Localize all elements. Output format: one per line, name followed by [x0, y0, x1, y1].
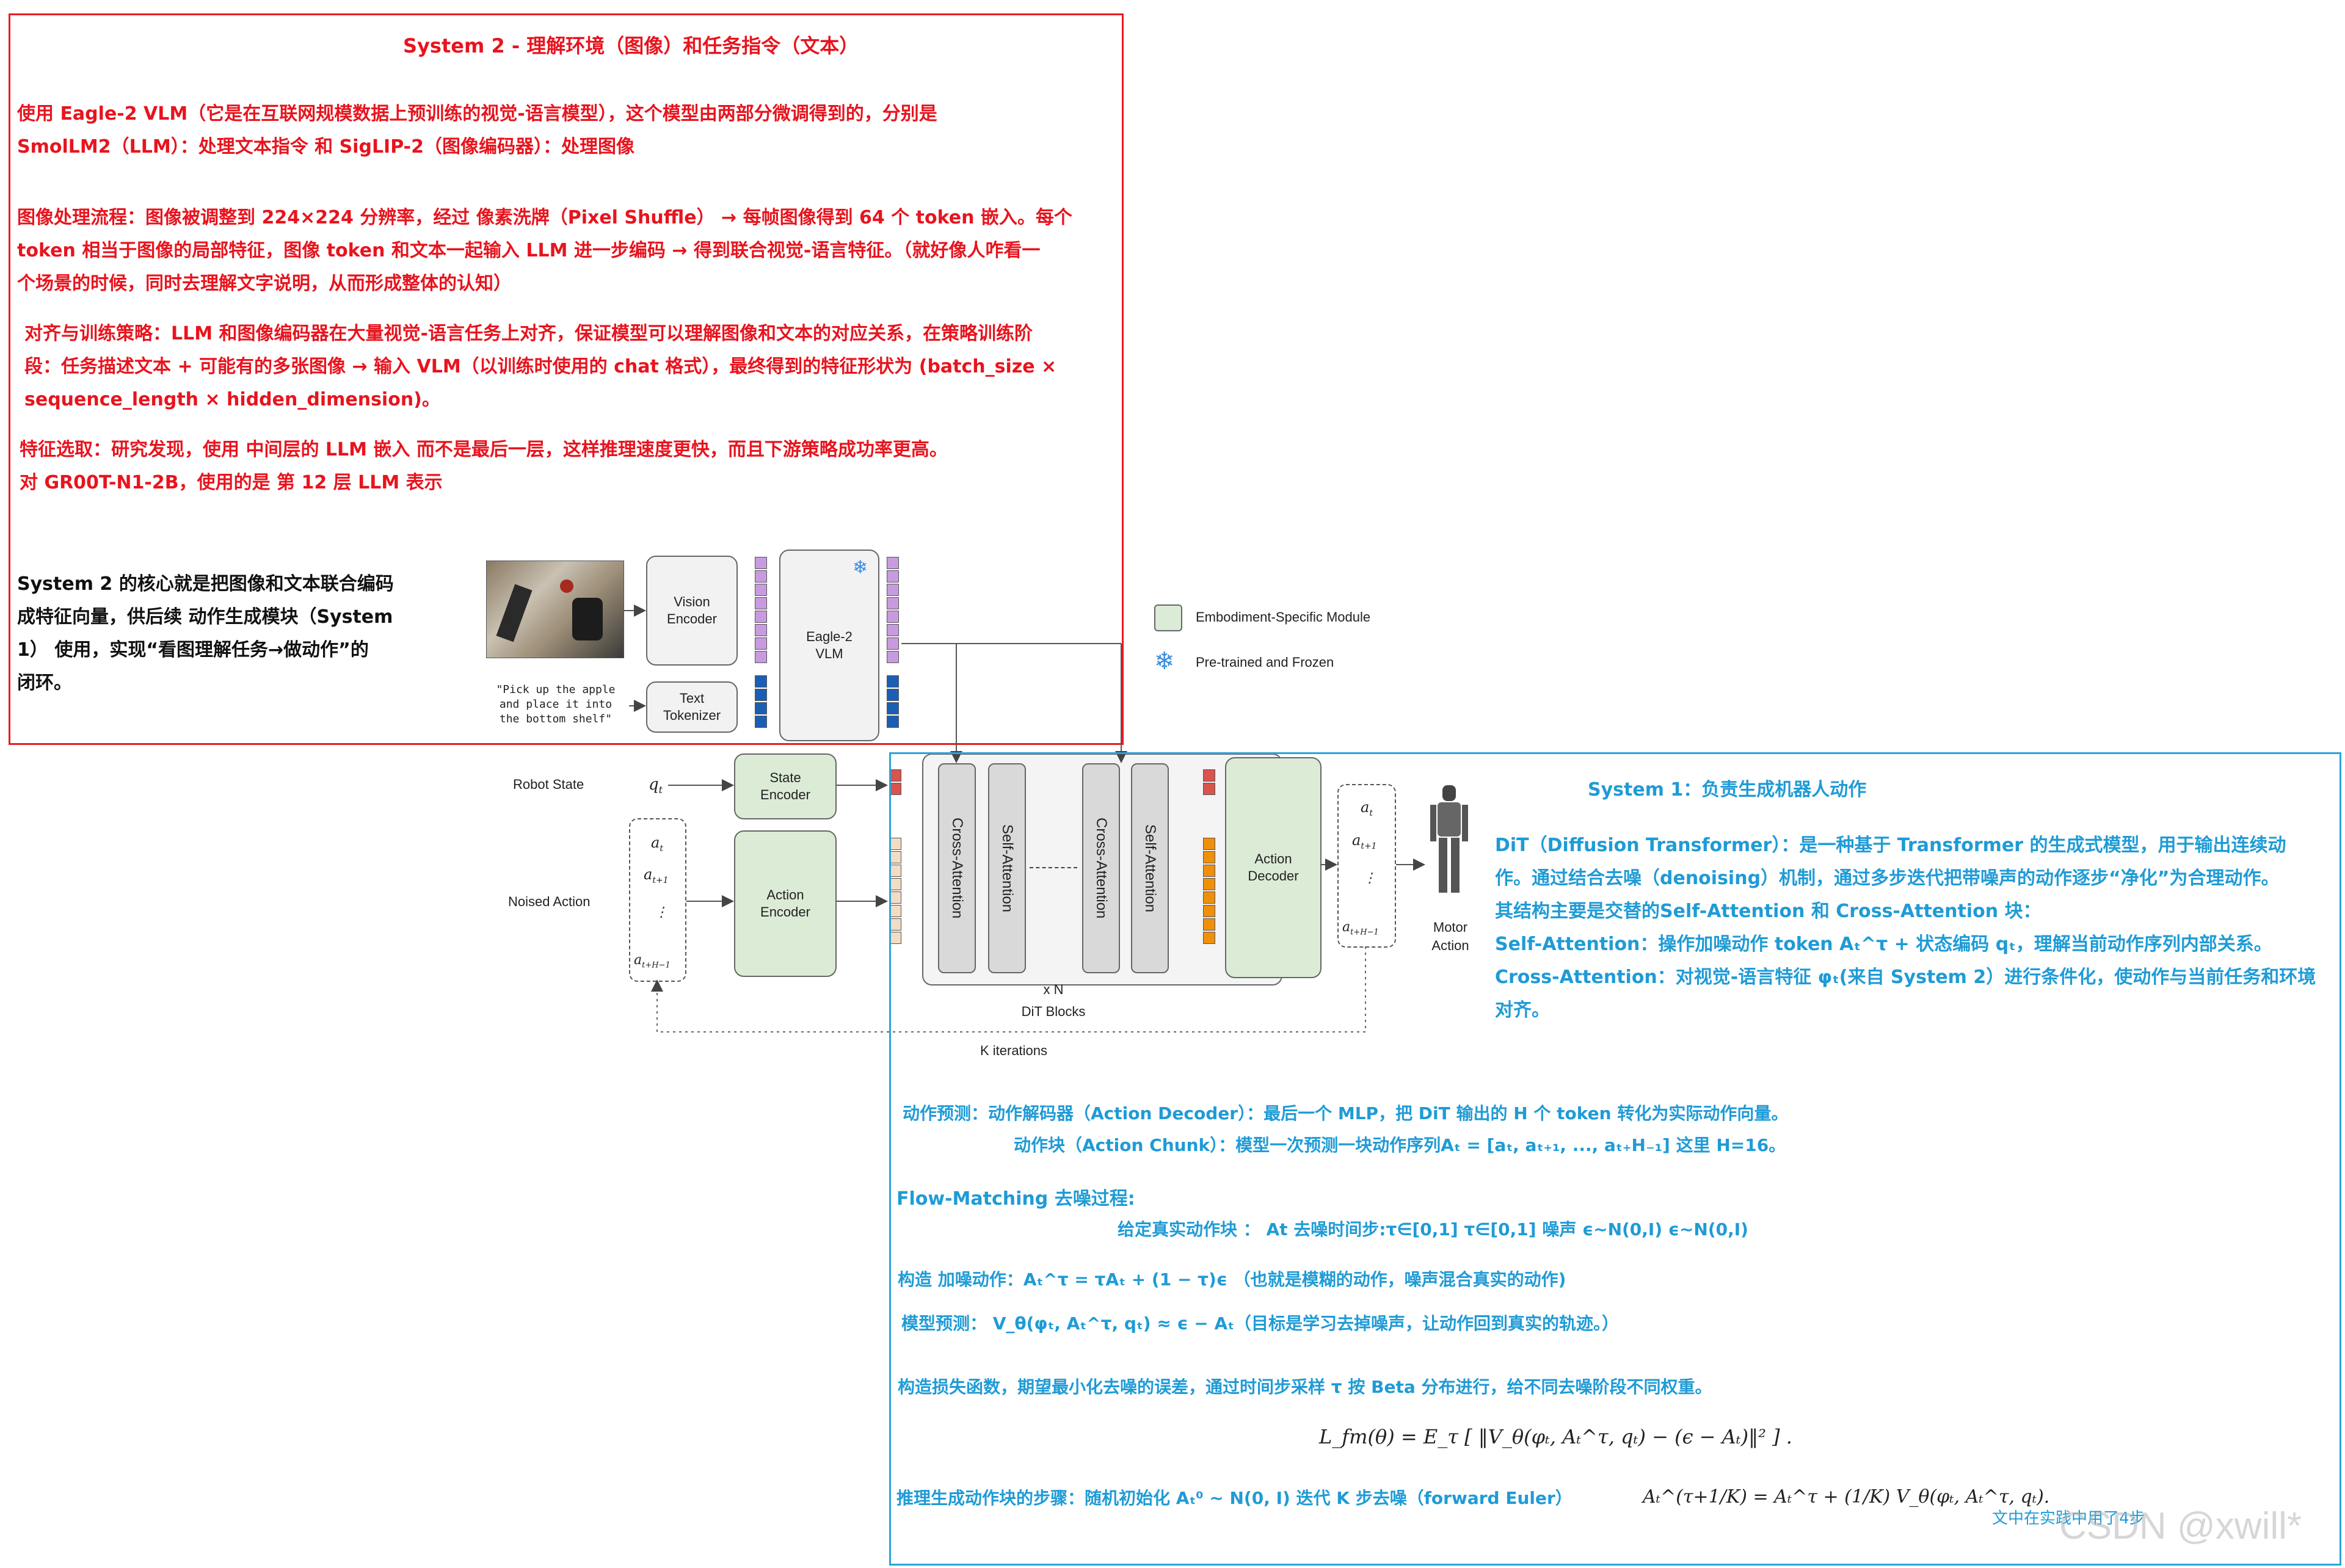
eagle-vlm-box: Eagle-2 VLM — [779, 550, 879, 741]
noised-action-label: Noised Action — [508, 894, 591, 909]
self-attention-block-2: Self-Attention — [1131, 763, 1169, 973]
system1-dit-line1: DiT（Diffusion Transformer）：是一种基于 Transfo… — [1495, 835, 2286, 856]
action-prediction-line1: 动作预测：动作解码器（Action Decoder）：最后一个 MLP，把 Di… — [903, 1103, 1789, 1123]
system2-core-line3: 1） 使用，实现“看图理解任务→做动作”的 — [17, 639, 369, 661]
system1-panel — [889, 752, 2341, 1566]
system2-p3-line3: sequence_length × hidden_dimension)。 — [24, 389, 440, 410]
action-decoder-box: Action Decoder — [1225, 757, 1322, 978]
vision-encoder-label: Vision Encoder — [667, 594, 717, 626]
action-encoder-box: Action Encoder — [734, 830, 837, 977]
system2-p4: 特征选取：研究发现，使用 中间层的 LLM 嵌入 而不是最后一层，这样推理速度更… — [20, 434, 1113, 499]
system2-p1-line2: SmolLM2（LLM）：处理文本指令 和 SigLIP-2（图像编码器）：处理… — [17, 136, 635, 158]
vision-token-column — [755, 557, 767, 663]
dit-blocks-label: DiT Blocks — [1021, 1004, 1086, 1019]
system2-p2-line3: 个场景的时候，同时去理解文字说明，从而形成整体的认知） — [17, 273, 512, 294]
dit-xn-label: x N — [1043, 982, 1064, 997]
flow-matching-line3: 模型预测： V_θ(φₜ, Aₜ^τ, qₜ) ≈ ϵ − Aₜ（目标是学习去掉… — [901, 1313, 1620, 1334]
vlm-frozen-icon: ❄ — [853, 557, 868, 578]
system1-dit-line4: Self-Attention：操作加噪动作 token Aₜ^τ + 状态编码 … — [1495, 934, 2272, 955]
robot-state-symbol: qt — [649, 775, 663, 796]
noised-action-tokens: at at+1 ⋮ at+H−1 — [629, 818, 686, 982]
system1-dit-line3: 其结构主要是交替的Self-Attention 和 Cross-Attentio… — [1495, 901, 2041, 922]
action-encoder-label: Action Encoder — [760, 887, 810, 920]
system2-p1-line1: 使用 Eagle-2 VLM（它是在互联网规模数据上预训练的视觉-语言模型），这… — [17, 103, 937, 125]
eagle-vlm-label: Eagle-2 VLM — [806, 629, 853, 661]
instruction-line1: "Pick up the apple — [496, 683, 616, 696]
pred-action-a-t1: at+1 — [1352, 832, 1377, 851]
dit-action-output-column — [1203, 838, 1215, 944]
instruction-text: "Pick up the apple and place it into the… — [482, 683, 629, 727]
loss-formula: L_fm(θ) = E_τ [ ‖V_θ(φₜ, Aₜ^τ, qₜ) − (ϵ … — [1319, 1425, 1792, 1448]
system2-core-line1: System 2 的核心就是把图像和文本联合编码 — [17, 573, 394, 595]
text-tokenizer-box: Text Tokenizer — [646, 681, 738, 733]
predicted-action-tokens: at at+1 ⋮ at+H−1 — [1337, 784, 1396, 948]
system2-core-summary: System 2 的核心就是把图像和文本联合编码 成特征向量，供后续 动作生成模… — [17, 568, 420, 700]
system2-panel — [9, 13, 1124, 745]
cross-attention-block-2: Cross-Attention — [1082, 763, 1120, 973]
action-prediction-line2: 动作块（Action Chunk）：模型一次预测一块动作序列Aₜ = [aₜ, … — [1014, 1135, 1786, 1155]
pred-action-ellipsis: ⋮ — [1363, 871, 1376, 886]
self-attention-block-1: Self-Attention — [988, 763, 1026, 973]
flow-matching-line2: 构造 加噪动作：Aₜ^τ = τAₜ + (1 − τ)ϵ （也就是模糊的动作，… — [898, 1269, 1566, 1290]
dit-repeat-dashes — [1030, 867, 1077, 868]
noised-action-a-t: at — [651, 834, 663, 854]
cross-attention-block-1: Cross-Attention — [938, 763, 976, 973]
pred-action-a-tH1: at+H−1 — [1342, 920, 1379, 937]
inference-formula: Aₜ^(τ+1/K) = Aₜ^τ + (1/K) V_θ(φₜ, Aₜ^τ, … — [1643, 1486, 2050, 1508]
action-token-column — [889, 838, 901, 944]
system2-p2: 图像处理流程：图像被调整到 224×224 分辨率，经过 像素洗牌（Pixel … — [17, 201, 1116, 300]
noised-action-a-tH1: at+H−1 — [634, 953, 671, 970]
system2-title: System 2 - 理解环境（图像）和任务指令（文本） — [403, 34, 859, 57]
self-attention-label-2: Self-Attention — [1142, 824, 1158, 913]
legend-frozen-label: Pre-trained and Frozen — [1196, 655, 1334, 670]
cross-attention-label-1: Cross-Attention — [949, 818, 965, 919]
system2-p1: 使用 Eagle-2 VLM（它是在互联网规模数据上预训练的视觉-语言模型），这… — [17, 98, 1110, 164]
loss-description: 构造损失函数，期望最小化去噪的误差，通过时间步采样 τ 按 Beta 分布进行，… — [898, 1377, 1712, 1397]
vlm-text-output-column — [887, 675, 899, 728]
system1-dit-line6: 对齐。 — [1495, 1000, 1550, 1021]
csdn-watermark: CSDN @xwill* — [2059, 1505, 2302, 1547]
robot-camera-image — [486, 561, 624, 658]
system2-core-line2: 成特征向量，供后续 动作生成模块（System — [17, 606, 393, 628]
legend-green-swatch — [1154, 604, 1182, 631]
system1-dit-description: DiT（Diffusion Transformer）：是一种基于 Transfo… — [1495, 829, 2332, 1027]
cross-attention-label-2: Cross-Attention — [1093, 818, 1110, 919]
self-attention-label-1: Self-Attention — [999, 824, 1016, 913]
system2-p3-line2: 段：任务描述文本 + 可能有的多张图像 → 输入 VLM（以训练时使用的 cha… — [24, 356, 1057, 377]
vlm-vision-output-column — [887, 557, 899, 663]
system2-p4-line2: 对 GR00T-N1-2B，使用的是 第 12 层 LLM 表示 — [20, 472, 443, 493]
system2-p3-line1: 对齐与训练策略：LLM 和图像编码器在大量视觉-语言任务上对齐，保证模型可以理解… — [24, 323, 1033, 344]
system2-p4-line1: 特征选取：研究发现，使用 中间层的 LLM 嵌入 而不是最后一层，这样推理速度更… — [20, 439, 948, 460]
motor-action-label: Motor Action — [1431, 920, 1469, 953]
system1-dit-line5: Cross-Attention：对视觉-语言特征 φₜ(来自 System 2）… — [1495, 967, 2316, 988]
flow-matching-line1: 给定真实动作块 ： At 去噪时间步:τ∈[0,1] τ∈[0,1] 噪声 ϵ∼… — [1118, 1219, 1748, 1240]
state-encoder-box: State Encoder — [734, 753, 837, 819]
system1-dit-line2: 作。通过结合去噪（denoising）机制，通过多步迭代把带噪声的动作逐步“净化… — [1495, 868, 2280, 889]
instruction-line2: and place it into — [499, 698, 613, 711]
noised-action-ellipsis: ⋮ — [655, 905, 668, 920]
text-tokenizer-label: Text Tokenizer — [663, 691, 721, 723]
legend-frozen-icon: ❄ — [1154, 647, 1175, 675]
flow-matching-title: Flow-Matching 去噪过程: — [896, 1188, 1135, 1210]
state-encoder-label: State Encoder — [760, 770, 810, 802]
noised-action-a-t1: at+1 — [644, 866, 669, 885]
vision-encoder-box: Vision Encoder — [646, 556, 738, 666]
system2-p2-line2: token 相当于图像的局部特征，图像 token 和文本一起输入 LLM 进一… — [17, 240, 1041, 261]
practice-note: 文中在实践中用了4步 — [1992, 1509, 2145, 1528]
k-iterations-label: K iterations — [980, 1043, 1048, 1058]
state-token-column — [889, 769, 901, 795]
pred-action-a-t: at — [1361, 799, 1373, 818]
system2-p2-line1: 图像处理流程：图像被调整到 224×224 分辨率，经过 像素洗牌（Pixel … — [17, 207, 1072, 228]
inference-steps: 推理生成动作块的步骤：随机初始化 Aₜ⁰ ∼ N(0, I) 迭代 K 步去噪（… — [896, 1488, 1572, 1508]
robot-state-label: Robot State — [513, 777, 584, 792]
legend-green-label: Embodiment-Specific Module — [1196, 609, 1371, 625]
system2-p3: 对齐与训练策略：LLM 和图像编码器在大量视觉-语言任务上对齐，保证模型可以理解… — [24, 318, 1118, 416]
humanoid-robot-image — [1428, 785, 1471, 895]
system1-title: System 1：负责生成机器人动作 — [1588, 779, 1867, 800]
instruction-line3: the bottom shelf" — [499, 713, 613, 725]
text-token-column — [755, 675, 767, 728]
system2-core-line4: 闭环。 — [17, 672, 72, 694]
dit-state-output-column — [1203, 769, 1215, 795]
action-decoder-label: Action Decoder — [1248, 851, 1299, 884]
